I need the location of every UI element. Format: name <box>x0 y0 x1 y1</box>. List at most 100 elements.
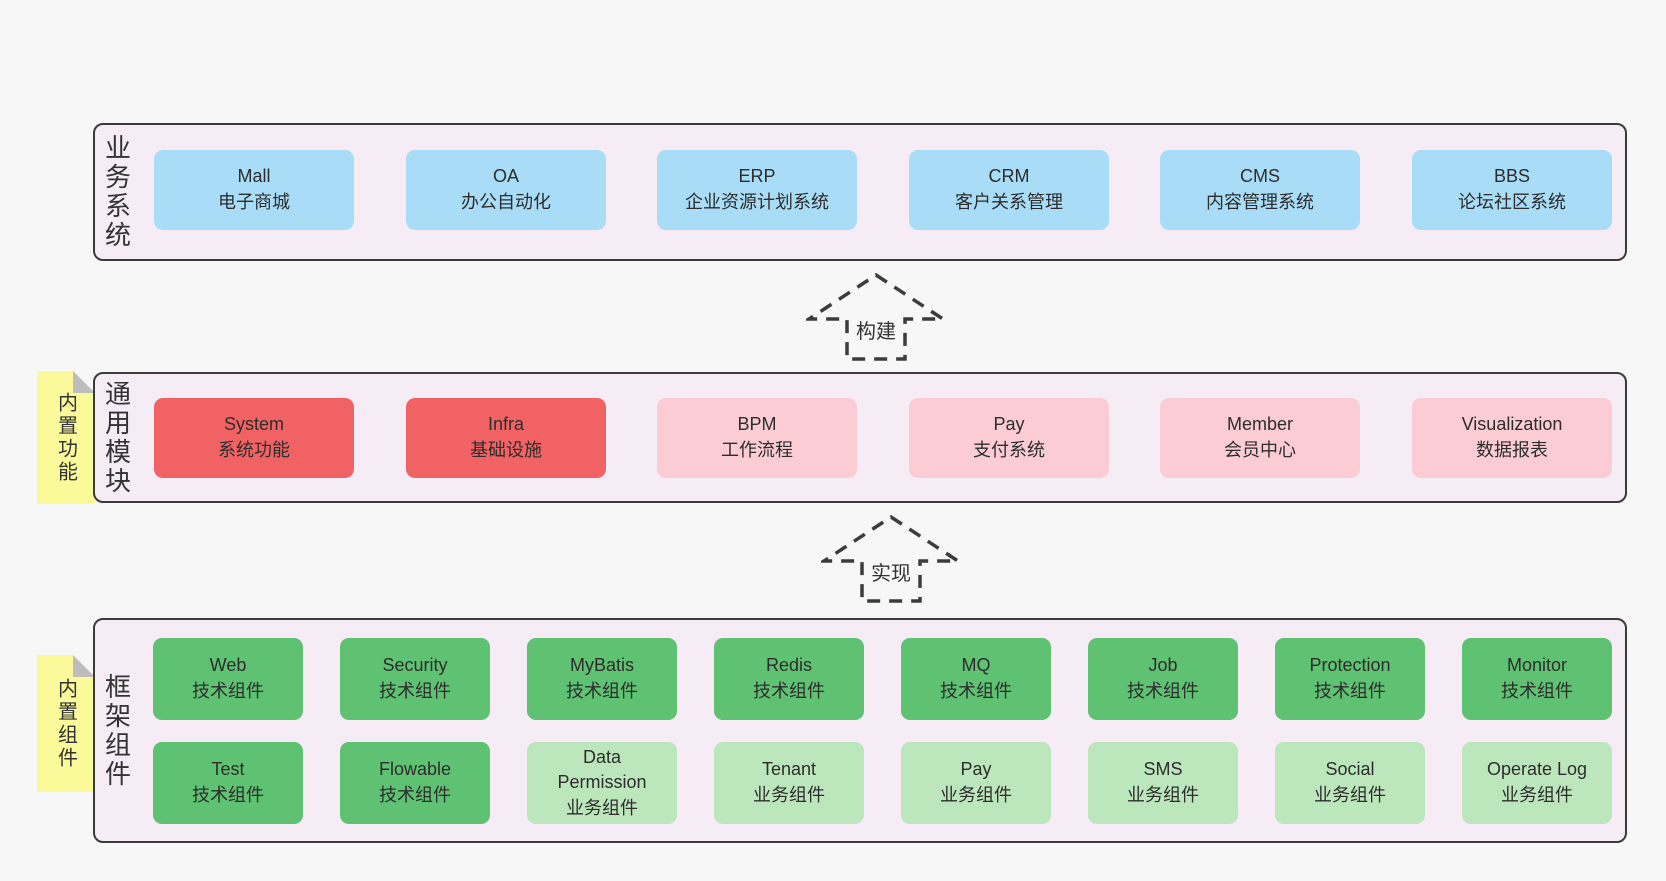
box-mybatis: MyBatis 技术组件 <box>527 638 677 720</box>
arrow-outline <box>806 272 946 361</box>
box-erp: ERP 企业资源计划系统 <box>657 150 857 230</box>
box-social: Social 业务组件 <box>1275 742 1425 824</box>
box-title-zh: 会员中心 <box>1224 440 1296 460</box>
box-title-zh: 技术组件 <box>940 681 1012 701</box>
box-title-en: Test <box>211 759 245 780</box>
box-title-en: Redis <box>765 655 813 676</box>
box-title-zh: 业务组件 <box>1501 785 1573 805</box>
box-pay-system: Pay 支付系统 <box>909 398 1109 478</box>
arrow-label: 构建 <box>856 320 896 343</box>
box-title-en: CMS <box>1240 166 1280 187</box>
box-bbs: BBS 论坛社区系统 <box>1412 150 1612 230</box>
box-title-zh: 业务组件 <box>1127 785 1199 805</box>
box-data-permission: Data Permission 业务组件 <box>527 742 677 824</box>
box-title-en: Pay <box>993 414 1025 435</box>
box-job: Job 技术组件 <box>1088 638 1238 720</box>
box-title-zh: 技术组件 <box>379 785 451 805</box>
box-cms: CMS 内容管理系统 <box>1160 150 1360 230</box>
box-title-en: Flowable <box>378 759 452 780</box>
box-bpm: BPM 工作流程 <box>657 398 857 478</box>
box-title-zh: 数据报表 <box>1476 440 1548 460</box>
box-title-en: Pay <box>960 759 992 780</box>
box-tenant: Tenant 业务组件 <box>714 742 864 824</box>
box-title-en: Social <box>1325 759 1375 780</box>
box-oa: OA 办公自动化 <box>406 150 606 230</box>
box-protection: Protection 技术组件 <box>1275 638 1425 720</box>
panel-label: 通用模块 <box>101 379 132 496</box>
box-title-zh: 技术组件 <box>192 681 264 701</box>
box-title-en: Monitor <box>1506 655 1568 676</box>
box-title-en: Data Permission <box>557 746 647 793</box>
box-title-zh: 业务组件 <box>940 785 1012 805</box>
folded-corner-icon <box>73 655 95 677</box>
box-title-zh: 客户关系管理 <box>955 192 1063 212</box>
dashed-up-arrow-build: 构建 <box>806 272 946 361</box>
box-title-en: Security <box>382 655 448 676</box>
box-monitor: Monitor 技术组件 <box>1462 638 1612 720</box>
box-title-en: Operate Log <box>1486 759 1588 780</box>
box-title-en: Infra <box>487 414 525 435</box>
panel-common-modules: 通用模块 System 系统功能 Infra 基础设施 BPM 工作流程 Pay… <box>93 372 1627 503</box>
box-system: System 系统功能 <box>154 398 354 478</box>
box-title-en: Job <box>1148 655 1178 676</box>
box-mall: Mall 电子商城 <box>154 150 354 230</box>
box-visualization: Visualization 数据报表 <box>1412 398 1612 478</box>
box-title-en: Member <box>1226 414 1293 435</box>
box-title-en: Tenant <box>761 759 817 780</box>
box-title-en: BBS <box>1493 166 1531 187</box>
arrow-label: 实现 <box>871 562 911 585</box>
box-title-zh: 内容管理系统 <box>1206 192 1314 212</box>
box-title-zh: 论坛社区系统 <box>1458 192 1566 212</box>
box-title-zh: 企业资源计划系统 <box>685 192 829 212</box>
tab-builtin-components: 内置组件 <box>37 655 95 792</box>
box-title-en: Protection <box>1309 655 1391 676</box>
box-title-en: Visualization <box>1461 414 1563 435</box>
box-title-en: OA <box>492 166 519 187</box>
box-title-en: System <box>223 414 284 435</box>
arrow-outline <box>821 514 961 603</box>
tab-label: 内置功能 <box>54 391 77 484</box>
box-pay-business: Pay 业务组件 <box>901 742 1051 824</box>
box-title-zh: 基础设施 <box>470 440 542 460</box>
box-mq: MQ 技术组件 <box>901 638 1051 720</box>
box-crm: CRM 客户关系管理 <box>909 150 1109 230</box>
box-title-en: MyBatis <box>569 655 634 676</box>
box-security: Security 技术组件 <box>340 638 490 720</box>
panel-label: 业务系统 <box>101 134 132 250</box>
box-title-zh: 支付系统 <box>973 440 1045 460</box>
box-title-zh: 技术组件 <box>753 681 825 701</box>
box-infra: Infra 基础设施 <box>406 398 606 478</box>
box-title-zh: 业务组件 <box>753 785 825 805</box>
box-title-en: SMS <box>1143 759 1183 780</box>
box-title-zh: 系统功能 <box>218 440 290 460</box>
folded-corner-icon <box>73 371 95 393</box>
box-title-zh: 办公自动化 <box>461 192 551 212</box>
box-member: Member 会员中心 <box>1160 398 1360 478</box>
box-title-zh: 技术组件 <box>1501 681 1573 701</box>
box-title-zh: 电子商城 <box>218 192 290 212</box>
box-title-zh: 技术组件 <box>1127 681 1199 701</box>
box-title-zh: 技术组件 <box>379 681 451 701</box>
box-title-zh: 工作流程 <box>721 440 793 460</box>
box-title-zh: 技术组件 <box>192 785 264 805</box>
box-title-en: ERP <box>738 166 776 187</box>
panel-framework-components: 框架组件 Web 技术组件 Security 技术组件 MyBatis 技术组件… <box>93 618 1627 843</box>
box-title-en: BPM <box>737 414 777 435</box>
box-title-en: MQ <box>961 655 991 676</box>
box-web: Web 技术组件 <box>153 638 303 720</box>
box-flowable: Flowable 技术组件 <box>340 742 490 824</box>
box-operate-log: Operate Log 业务组件 <box>1462 742 1612 824</box>
panel-label: 框架组件 <box>101 672 132 789</box>
box-title-zh: 业务组件 <box>1314 785 1386 805</box>
tab-builtin-features: 内置功能 <box>37 371 95 504</box>
box-title-zh: 技术组件 <box>1314 681 1386 701</box>
panel-business-systems: 业务系统 Mall 电子商城 OA 办公自动化 ERP 企业资源计划系统 CRM… <box>93 123 1627 261</box>
box-title-en: CRM <box>988 166 1030 187</box>
box-title-en: Web <box>209 655 247 676</box>
box-test: Test 技术组件 <box>153 742 303 824</box>
box-sms: SMS 业务组件 <box>1088 742 1238 824</box>
box-redis: Redis 技术组件 <box>714 638 864 720</box>
dashed-up-arrow-implement: 实现 <box>821 514 961 603</box>
box-title-en: Mall <box>237 166 271 187</box>
